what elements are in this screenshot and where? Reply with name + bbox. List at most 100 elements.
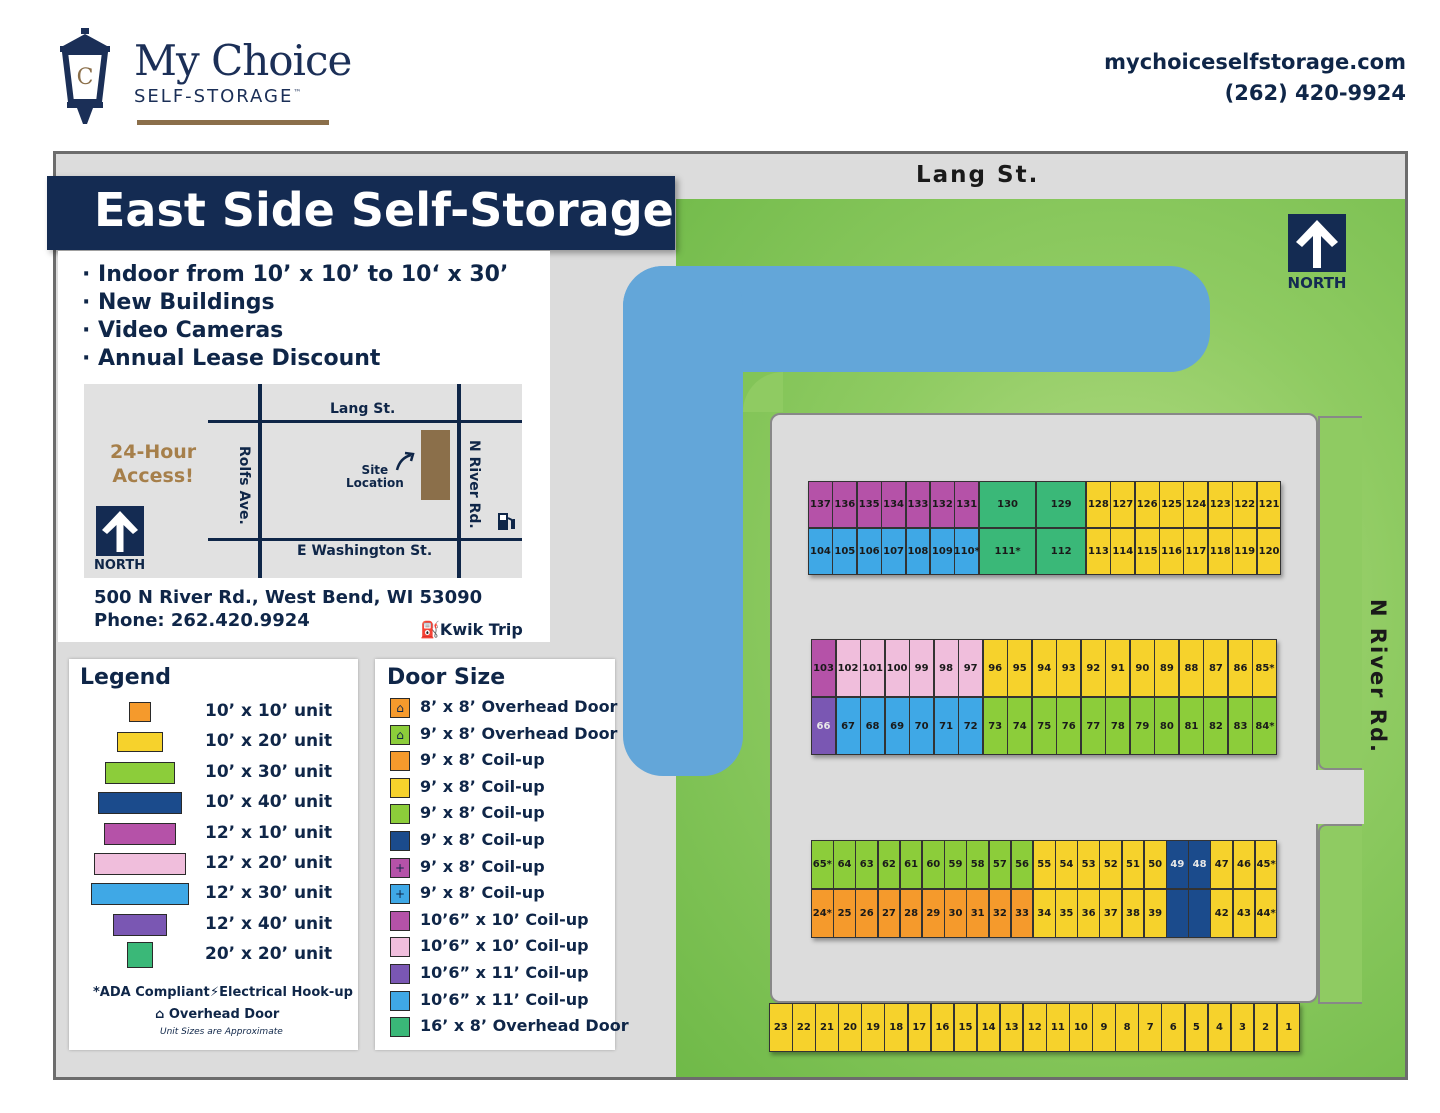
storage-unit[interactable]: 130 — [978, 481, 1037, 528]
storage-unit[interactable]: 109 — [929, 528, 955, 575]
storage-unit[interactable]: 78 — [1105, 697, 1131, 755]
storage-unit[interactable]: 18 — [884, 1003, 908, 1052]
storage-unit[interactable]: 26 — [855, 889, 879, 938]
storage-unit[interactable]: 83 — [1227, 697, 1253, 755]
storage-unit[interactable]: 57 — [988, 840, 1012, 889]
storage-unit[interactable]: 117 — [1183, 528, 1209, 575]
storage-unit[interactable]: 95 — [1007, 639, 1033, 697]
storage-unit[interactable]: 124 — [1183, 481, 1209, 528]
storage-unit[interactable]: 9 — [1092, 1003, 1116, 1052]
storage-unit[interactable]: 113 — [1085, 528, 1111, 575]
storage-unit[interactable]: 62 — [877, 840, 901, 889]
storage-unit[interactable]: 73 — [982, 697, 1008, 755]
storage-unit[interactable]: 39 — [1143, 889, 1167, 938]
storage-unit[interactable]: 45* — [1254, 840, 1278, 889]
storage-unit[interactable]: 67 — [835, 697, 861, 755]
storage-unit[interactable]: 85* — [1252, 639, 1278, 697]
storage-unit[interactable]: 50 — [1143, 840, 1167, 889]
storage-unit[interactable]: 128 — [1085, 481, 1111, 528]
storage-unit[interactable]: 100 — [884, 639, 910, 697]
storage-unit[interactable]: 21 — [815, 1003, 839, 1052]
storage-unit[interactable]: 131 — [954, 481, 980, 528]
storage-unit[interactable]: 38 — [1121, 889, 1145, 938]
storage-unit[interactable]: 70 — [909, 697, 935, 755]
storage-unit[interactable]: 4 — [1207, 1003, 1232, 1052]
storage-unit[interactable]: 99 — [909, 639, 935, 697]
storage-unit[interactable]: 1 — [1276, 1003, 1301, 1052]
storage-unit[interactable]: 53 — [1077, 840, 1100, 889]
storage-unit[interactable]: 129 — [1035, 481, 1087, 528]
storage-unit[interactable]: 104 — [808, 528, 833, 575]
storage-unit[interactable]: 49 — [1166, 840, 1189, 889]
storage-unit[interactable]: 133 — [905, 481, 931, 528]
storage-unit[interactable]: 6 — [1161, 1003, 1186, 1052]
storage-unit[interactable]: 60 — [921, 840, 945, 889]
storage-unit[interactable]: 114 — [1110, 528, 1136, 575]
storage-unit[interactable]: 96 — [982, 639, 1008, 697]
storage-unit[interactable]: 20 — [838, 1003, 862, 1052]
storage-unit[interactable]: 103 — [811, 639, 837, 697]
storage-unit[interactable]: 123 — [1207, 481, 1233, 528]
storage-unit[interactable]: 36 — [1077, 889, 1100, 938]
storage-unit[interactable]: 15 — [953, 1003, 978, 1052]
storage-unit[interactable]: 55 — [1032, 840, 1056, 889]
storage-unit[interactable]: 17 — [907, 1003, 932, 1052]
storage-unit[interactable]: 34 — [1032, 889, 1056, 938]
storage-unit[interactable]: 136 — [832, 481, 858, 528]
storage-unit[interactable]: 11 — [1046, 1003, 1070, 1052]
storage-unit[interactable]: 76 — [1056, 697, 1082, 755]
storage-unit[interactable]: 56 — [1010, 840, 1034, 889]
storage-unit[interactable]: 112 — [1035, 528, 1087, 575]
storage-unit[interactable]: 22 — [792, 1003, 816, 1052]
storage-unit[interactable]: 84* — [1252, 697, 1278, 755]
storage-unit[interactable]: 52 — [1099, 840, 1123, 889]
storage-unit[interactable]: 68 — [860, 697, 886, 755]
storage-unit[interactable]: 102 — [835, 639, 861, 697]
storage-unit[interactable]: 64 — [833, 840, 856, 889]
storage-unit[interactable]: 19 — [861, 1003, 885, 1052]
storage-unit[interactable]: 126 — [1134, 481, 1160, 528]
storage-unit[interactable]: 74 — [1007, 697, 1033, 755]
storage-unit[interactable]: 16 — [930, 1003, 955, 1052]
storage-unit[interactable]: 31 — [966, 889, 990, 938]
storage-unit[interactable]: 65* — [811, 840, 834, 889]
storage-unit[interactable]: 105 — [832, 528, 858, 575]
storage-unit[interactable]: 108 — [905, 528, 931, 575]
storage-unit[interactable]: 27 — [877, 889, 901, 938]
storage-unit[interactable]: 32 — [988, 889, 1012, 938]
storage-unit[interactable]: 80 — [1154, 697, 1180, 755]
storage-unit[interactable]: 8 — [1115, 1003, 1139, 1052]
storage-unit[interactable]: 135 — [856, 481, 882, 528]
storage-unit[interactable]: 97 — [958, 639, 984, 697]
storage-unit[interactable]: 118 — [1207, 528, 1233, 575]
storage-unit[interactable]: 10 — [1069, 1003, 1093, 1052]
storage-unit[interactable]: 66 — [811, 697, 837, 755]
storage-unit[interactable]: 25 — [833, 889, 856, 938]
storage-unit[interactable]: 77 — [1080, 697, 1106, 755]
storage-unit[interactable]: 134 — [881, 481, 907, 528]
storage-unit[interactable]: 46 — [1232, 840, 1256, 889]
storage-unit[interactable]: 2 — [1253, 1003, 1278, 1052]
storage-unit[interactable]: 14 — [976, 1003, 1001, 1052]
storage-unit[interactable]: 28 — [899, 889, 923, 938]
storage-unit[interactable]: 121 — [1256, 481, 1282, 528]
phone-line[interactable]: Phone: 262.420.9924 — [94, 610, 310, 631]
storage-unit[interactable]: 29 — [921, 889, 945, 938]
storage-unit[interactable]: 7 — [1138, 1003, 1162, 1052]
storage-unit[interactable]: 35 — [1055, 889, 1078, 938]
storage-unit[interactable]: 106 — [856, 528, 882, 575]
storage-unit[interactable]: 93 — [1056, 639, 1082, 697]
storage-unit[interactable] — [1188, 889, 1211, 938]
storage-unit[interactable]: 86 — [1227, 639, 1253, 697]
storage-unit[interactable]: 54 — [1055, 840, 1078, 889]
storage-unit[interactable]: 92 — [1080, 639, 1106, 697]
storage-unit[interactable]: 33 — [1010, 889, 1034, 938]
storage-unit[interactable]: 91 — [1105, 639, 1131, 697]
storage-unit[interactable]: 43 — [1232, 889, 1256, 938]
storage-unit[interactable]: 115 — [1134, 528, 1160, 575]
storage-unit[interactable]: 71 — [933, 697, 959, 755]
storage-unit[interactable]: 23 — [769, 1003, 793, 1052]
storage-unit[interactable]: 94 — [1031, 639, 1057, 697]
storage-unit[interactable]: 69 — [884, 697, 910, 755]
storage-unit[interactable]: 12 — [1022, 1003, 1047, 1052]
